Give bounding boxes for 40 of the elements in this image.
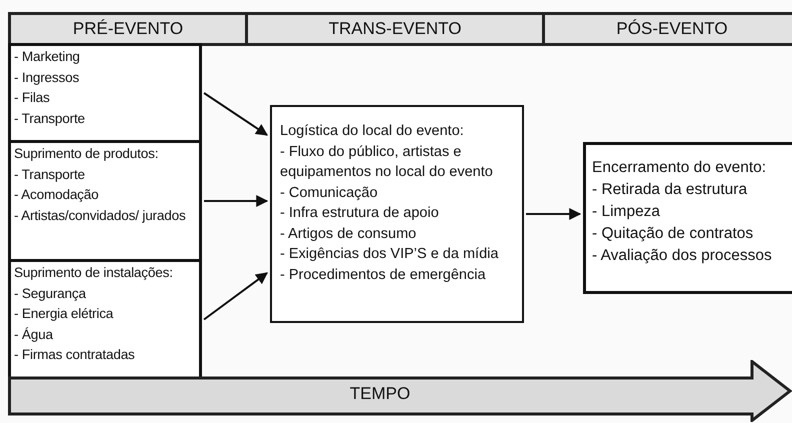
text-box [583,142,792,294]
list-item: - Procedimentos de emergência [280,266,487,284]
list-item: - Infra estrutura de apoio [280,204,440,223]
phase-title: TRANS-EVENTO [328,19,462,39]
list-item: - Acomodação [14,186,100,204]
list-item: - Quitação de contratos [592,224,754,244]
list-item: - Artistas/convidados/ jurados [14,206,187,225]
phase-title: PÓS-EVENTO [616,19,728,39]
list-item: - Filas [14,89,51,107]
arrow [526,208,582,220]
list-item: - Limpeza [592,202,662,222]
header-band [542,12,792,46]
timeline-label: TEMPO [348,384,412,404]
list-item: - Firmas contratadas [14,346,136,364]
list-item: - Energia elétrica [14,305,114,323]
arrow [204,195,268,207]
box-heading: Suprimento de instalações: [14,264,174,282]
text-box [270,105,524,323]
box-heading: Encerramento do evento: [592,158,768,178]
box-heading: Suprimento de produtos: [14,145,160,163]
list-item: - Segurança [14,284,87,303]
list-item: - Transporte [14,110,86,128]
header-band [8,12,248,46]
list-item: - Exigências dos VIP’S e da mídia [280,245,500,264]
arrow [203,272,268,320]
arrow [203,92,268,136]
text-box [8,140,202,262]
list-item: - Fluxo do público, artistas e equipamentos no local do evento [280,142,494,182]
list-item: - Comunicação [280,184,379,202]
box-heading: Logística do local do evento: [280,122,465,141]
list-item: - Artigos de consumo [280,224,418,244]
header-band [245,12,545,46]
list-item: - Retirada da estrutura [592,180,748,200]
list-item: - Transporte [14,166,86,184]
list-item: - Ingressos [14,68,80,87]
list-item: - Água [14,326,54,344]
text-box [8,43,202,143]
list-item: - Marketing [14,48,81,66]
list-item: - Avaliação dos processos [592,246,773,266]
phase-title: PRÉ-EVENTO [72,19,184,39]
